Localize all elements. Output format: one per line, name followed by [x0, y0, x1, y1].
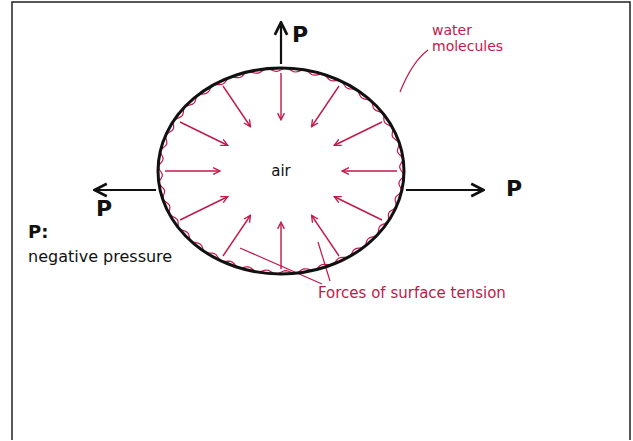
water-molecule-layer: [159, 68, 404, 274]
legend-text: negative pressure: [28, 248, 172, 266]
pressure-arrows: [96, 24, 482, 190]
pressure-label: P: [506, 176, 522, 201]
legend-symbol: P:: [28, 222, 48, 243]
tension-arrows: [165, 73, 397, 269]
pressure-label: P: [96, 196, 112, 221]
bubble-border: [158, 68, 404, 274]
frame: [12, 2, 630, 440]
pressure-label: P: [292, 22, 308, 47]
bubble-label: air: [271, 162, 291, 180]
air-bubble: air: [156, 66, 406, 276]
tension-label: Forces of surface tension: [318, 285, 506, 302]
molecule-label: water molecules: [432, 22, 520, 54]
